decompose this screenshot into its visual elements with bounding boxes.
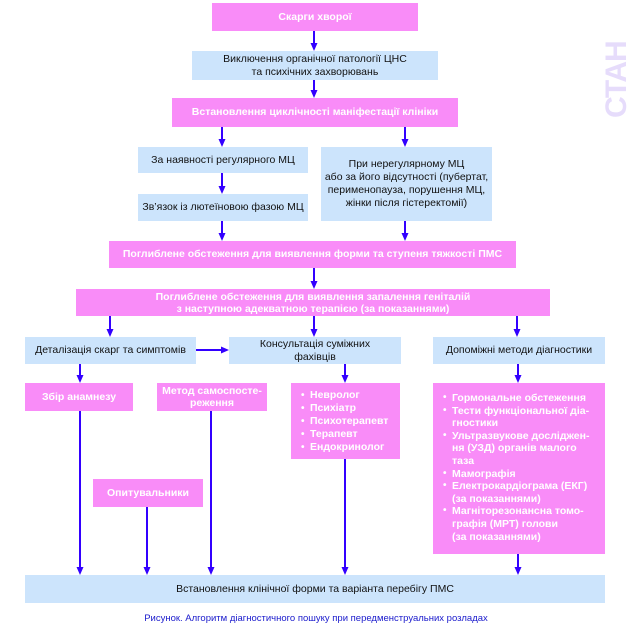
method-item-line: Магніторезонансна томо- — [452, 505, 584, 518]
arrowhead — [310, 43, 318, 51]
arrowhead — [76, 375, 84, 383]
method-item-line: гностики — [452, 417, 499, 430]
arrowhead — [514, 567, 522, 575]
specialist-item: Терапевт — [300, 428, 388, 441]
node-deep-exam-form-label: Поглиблене обстеження для виявлення форм… — [122, 248, 503, 260]
node-consultation-line: Консультація суміжних — [259, 337, 371, 350]
node-irregular-cycle: При нерегулярному МЦ або за його відсутн… — [321, 147, 492, 221]
node-irregular-cycle-line: жінки після гістеректомії) — [345, 197, 468, 209]
node-auxiliary-label: Допоміжні методи діагностики — [445, 344, 593, 356]
arrowhead — [143, 567, 151, 575]
node-luteal-link-label: Зв’язок із лютеїновою фазою МЦ — [142, 201, 304, 213]
specialist-item: Психотерапевт — [300, 415, 388, 428]
method-item: Мамографія — [442, 468, 589, 481]
node-exclusion: Виключення органічної патології ЦНС та п… — [192, 51, 438, 80]
node-detailing: Деталізація скарг та симптомів — [25, 337, 196, 364]
arrowhead — [218, 186, 226, 194]
figure-caption: Рисунок. Алгоритм діагностичного пошуку … — [144, 613, 488, 624]
node-self-observation-line: Метод самоспосте- — [162, 385, 262, 397]
node-questionnaires: Опитувальники — [93, 479, 203, 507]
node-exclusion-line: Виключення органічної патології ЦНС — [223, 52, 407, 65]
arrowhead — [514, 375, 522, 383]
node-auxiliary: Допоміжні методи діагностики — [433, 337, 605, 364]
arrowhead — [341, 567, 349, 575]
arrowhead — [218, 139, 226, 147]
node-self-observation-line: реження — [189, 397, 235, 409]
node-final: Встановлення клінічної форми та варіанта… — [25, 575, 605, 603]
method-item-line: Мамографія — [452, 467, 516, 480]
method-item-line: Гормональне обстеження — [452, 392, 586, 404]
method-item: Гормональне обстеження — [442, 392, 589, 405]
arrowhead — [513, 329, 521, 337]
node-luteal-link: Зв’язок із лютеїновою фазою МЦ — [138, 194, 308, 221]
node-complaints: Скарги хворої — [212, 3, 418, 31]
node-methods: Гормональне обстеженняТести функціональн… — [433, 383, 605, 554]
node-deep-exam-inflammation: Поглиблене обстеження для виявлення запа… — [76, 289, 550, 316]
specialists-list: Невролог Психіатр Психотерапевт Терапевт… — [300, 389, 388, 454]
method-item-line: таза — [452, 454, 475, 467]
arrowhead — [218, 233, 226, 241]
arrowhead — [310, 329, 318, 337]
arrowhead — [401, 233, 409, 241]
method-item: Магніторезонансна томо-графія (МРТ) голо… — [442, 505, 589, 543]
node-cyclicity-label: Встановлення циклічності маніфестації кл… — [191, 106, 439, 118]
node-irregular-cycle-line: або за його відсутності (пубертат, — [324, 171, 489, 183]
node-deep-exam-inflammation-line: Поглиблене обстеження для виявлення запа… — [155, 290, 471, 303]
method-item-line: графія (МРТ) голови — [452, 517, 558, 530]
arrowhead — [221, 346, 229, 354]
node-specialists: Невролог Психіатр Психотерапевт Терапевт… — [291, 383, 400, 459]
node-consultation-line: фахівців — [294, 350, 336, 363]
node-regular-cycle-label: За наявності регулярного МЦ — [151, 153, 295, 166]
method-item-line: Тести функціональної діа- — [452, 404, 590, 417]
arrowhead — [401, 139, 409, 147]
node-complaints-label: Скарги хворої — [278, 10, 352, 23]
node-detailing-label: Деталізація скарг та симптомів — [35, 344, 186, 356]
specialist-item: Невролог — [300, 389, 388, 402]
node-regular-cycle: За наявності регулярного МЦ — [138, 147, 308, 173]
method-item-line: ня (УЗД) органів малого — [452, 442, 577, 455]
method-item-line: (за показаннями) — [452, 530, 541, 543]
node-irregular-cycle-line: перименопауза, порушення МЦ, — [327, 184, 486, 196]
node-questionnaires-label: Опитувальники — [107, 486, 189, 499]
arrowhead — [341, 375, 349, 383]
arrowhead — [76, 567, 84, 575]
node-final-label: Встановлення клінічної форми та варіанта… — [176, 582, 454, 595]
method-item: Електрокардіограма (ЕКГ)(за показаннями) — [442, 480, 589, 505]
method-item: Тести функціональної діа-гностики — [442, 405, 589, 430]
arrowhead — [310, 281, 318, 289]
specialist-item: Ендокринолог — [300, 441, 388, 454]
node-consultation: Консультація суміжних фахівців — [229, 337, 401, 364]
node-deep-exam-inflammation-line: з наступною адекватною терапією (за пока… — [176, 302, 450, 315]
method-item-line: Електрокардіограма (ЕКГ) — [452, 480, 588, 493]
arrowhead — [310, 90, 318, 98]
node-anamnesis: Збір анамнезу — [25, 383, 133, 411]
node-cyclicity: Встановлення циклічності маніфестації кл… — [172, 98, 458, 127]
node-irregular-cycle-line: При нерегулярному МЦ — [348, 158, 465, 170]
method-item-line: (за показаннями) — [452, 492, 541, 505]
specialist-item: Психіатр — [300, 402, 388, 415]
method-item: Ультразвукове досліджен-ня (УЗД) органів… — [442, 430, 589, 468]
methods-list: Гормональне обстеженняТести функціональн… — [442, 392, 589, 543]
node-deep-exam-form: Поглиблене обстеження для виявлення форм… — [109, 241, 516, 268]
arrowhead — [106, 329, 114, 337]
arrowhead — [207, 567, 215, 575]
method-item-line: Ультразвукове досліджен- — [452, 429, 590, 442]
node-exclusion-line: та психічних захворювань — [251, 65, 379, 78]
node-anamnesis-label: Збір анамнезу — [41, 390, 117, 403]
node-self-observation: Метод самоспосте- реження — [157, 383, 267, 411]
